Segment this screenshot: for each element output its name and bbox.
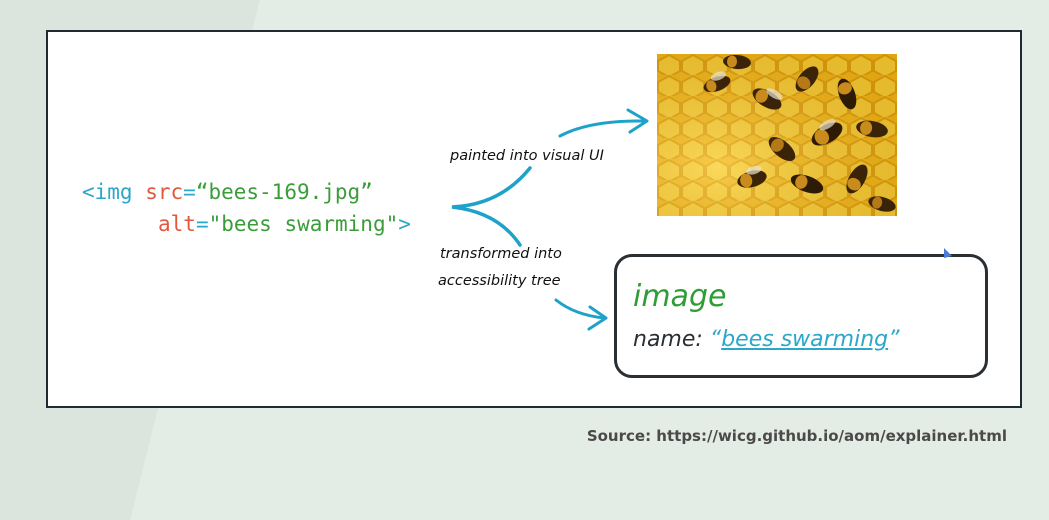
cursor-marker-icon [944,248,952,258]
accessibility-node-box: image name: “bees swarming” [614,254,988,378]
arrow-to-image [558,119,647,138]
open-quote: “ [709,327,722,352]
code-attr-src: src [145,180,184,204]
bees-on-honeycomb-icon [657,54,897,216]
arrows-layer [451,108,952,331]
arrow-to-image-head [626,108,649,134]
name-label: name: [633,327,710,352]
accessibility-role: image [633,279,727,314]
accessible-name: bees swarming [721,327,889,352]
code-attr-alt: alt [158,212,196,236]
code-equals: = [195,212,209,236]
label-painted: painted into visual UI [450,148,604,164]
code-close-bracket: > [398,212,411,236]
label-transformed-line1: transformed into [440,246,562,262]
code-line-1: <img src=“bees-169.jpg” [82,180,373,204]
code-line-2: alt="bees swarming"> [158,212,411,236]
arrow-to-tree-head [587,305,608,331]
code-tag: <img [82,180,146,204]
label-transformed-line2: accessibility tree [438,273,561,289]
close-quote: ” [888,327,900,352]
bees-photo [657,54,897,216]
code-equals: = [183,180,196,204]
branch-arrow [451,166,532,247]
accessibility-name-row: name: “bees swarming” [633,327,900,352]
code-value-src: “bees-169.jpg” [195,180,373,204]
source-citation: Source: https://wicg.github.io/aom/expla… [586,427,1007,445]
arrow-to-tree [554,298,606,320]
slide-panel: <img src=“bees-169.jpg” alt="bees swarmi… [46,30,1022,408]
code-value-alt: "bees swarming" [208,212,399,236]
